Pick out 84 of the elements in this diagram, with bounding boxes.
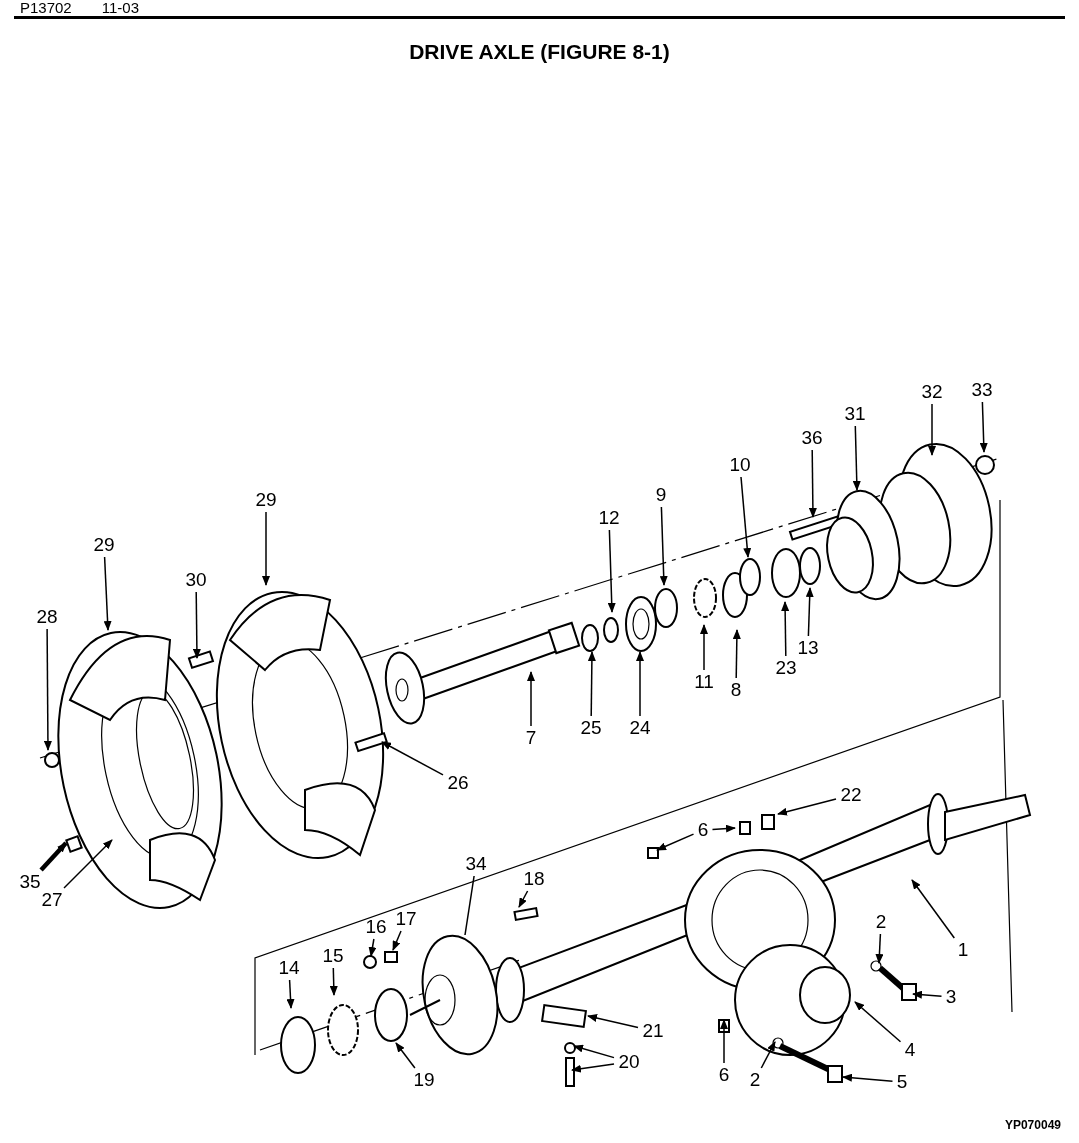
leader-line (527, 671, 535, 727)
callout-number: 18 (523, 869, 545, 889)
leader-line (587, 1014, 639, 1029)
callout-number: 28 (36, 607, 58, 627)
callout-number: 13 (797, 638, 819, 658)
leader-line (928, 403, 936, 456)
leader-line (636, 651, 644, 717)
callout-number: 6 (718, 1065, 730, 1085)
callout-number: 16 (365, 917, 387, 937)
callout-number: 23 (775, 658, 797, 678)
leader-line (740, 476, 752, 558)
callout-number: 1 (957, 940, 969, 960)
leader-line (607, 529, 616, 613)
header-text: 11-03 (101, 0, 139, 16)
figure-code: YP070049 (1004, 1117, 1061, 1134)
leader-line (854, 1001, 902, 1043)
callout-number: 29 (93, 535, 115, 555)
leader-line (656, 833, 695, 851)
leader-line (700, 624, 708, 671)
callout-number: 10 (729, 455, 751, 475)
callout-number: 12 (598, 508, 620, 528)
leader-line (464, 875, 475, 936)
leader-line (852, 425, 861, 491)
leader-line (329, 967, 338, 996)
title: DRIVE AXLE (FIGURE 8-1) (408, 39, 671, 65)
leader-line (659, 506, 668, 586)
leader-line (43, 628, 52, 751)
leader-line (781, 601, 790, 657)
leader-line (777, 798, 837, 816)
callout-number: 25 (580, 718, 602, 738)
leader-line (192, 591, 201, 659)
callout-number: 29 (255, 490, 277, 510)
leader-line (571, 1063, 615, 1073)
leader-line (395, 1042, 416, 1069)
leader-line (808, 449, 817, 518)
leader-line (842, 1073, 894, 1082)
callout-number: 27 (41, 890, 63, 910)
callout-number: 8 (730, 680, 742, 700)
leader-line (392, 930, 402, 951)
leader-line (587, 651, 596, 717)
header-text: P13702 (20, 0, 72, 16)
callout-number: 15 (322, 946, 344, 966)
callout-number: 32 (921, 382, 943, 402)
callout-number: 36 (801, 428, 823, 448)
leader-line (760, 1041, 776, 1069)
callout-number: 2 (875, 912, 887, 932)
leader-line (518, 890, 529, 908)
leader-line (979, 401, 988, 453)
leader-line (381, 741, 444, 776)
leader-line (711, 824, 736, 833)
callout-number: 20 (618, 1052, 640, 1072)
leader-line (573, 1044, 615, 1059)
callout-number: 6 (697, 820, 709, 840)
callout-number: 3 (945, 987, 957, 1007)
leader-line (286, 979, 295, 1009)
callout-number: 19 (413, 1070, 435, 1090)
callout-number: 30 (185, 570, 207, 590)
callout-number: 33 (971, 380, 993, 400)
callout-number: 5 (896, 1072, 908, 1092)
leader-line (912, 990, 943, 999)
leader-line (875, 933, 884, 964)
callout-number: 2 (749, 1070, 761, 1090)
callout-number: 31 (844, 404, 866, 424)
callout-number: 7 (525, 728, 537, 748)
leader-line (368, 938, 377, 957)
callout-number: 34 (465, 854, 487, 874)
callout-number: 14 (278, 958, 300, 978)
leader-line (103, 556, 112, 631)
callout-number: 11 (694, 672, 714, 692)
leader-line (39, 841, 68, 872)
callout-number: 24 (629, 718, 651, 738)
callout-number: 22 (840, 785, 862, 805)
leader-line (805, 587, 814, 637)
callout-number: 21 (642, 1021, 664, 1041)
callout-number: 4 (904, 1040, 916, 1060)
leader-line (911, 879, 956, 939)
leader-line (720, 1019, 728, 1064)
leader-line (63, 839, 113, 889)
leader-line (262, 511, 270, 586)
callout-number: 9 (655, 485, 667, 505)
callout-number: 35 (19, 872, 41, 892)
callout-number: 17 (395, 909, 417, 929)
leader-line (732, 629, 741, 679)
callout-number: 26 (447, 773, 469, 793)
